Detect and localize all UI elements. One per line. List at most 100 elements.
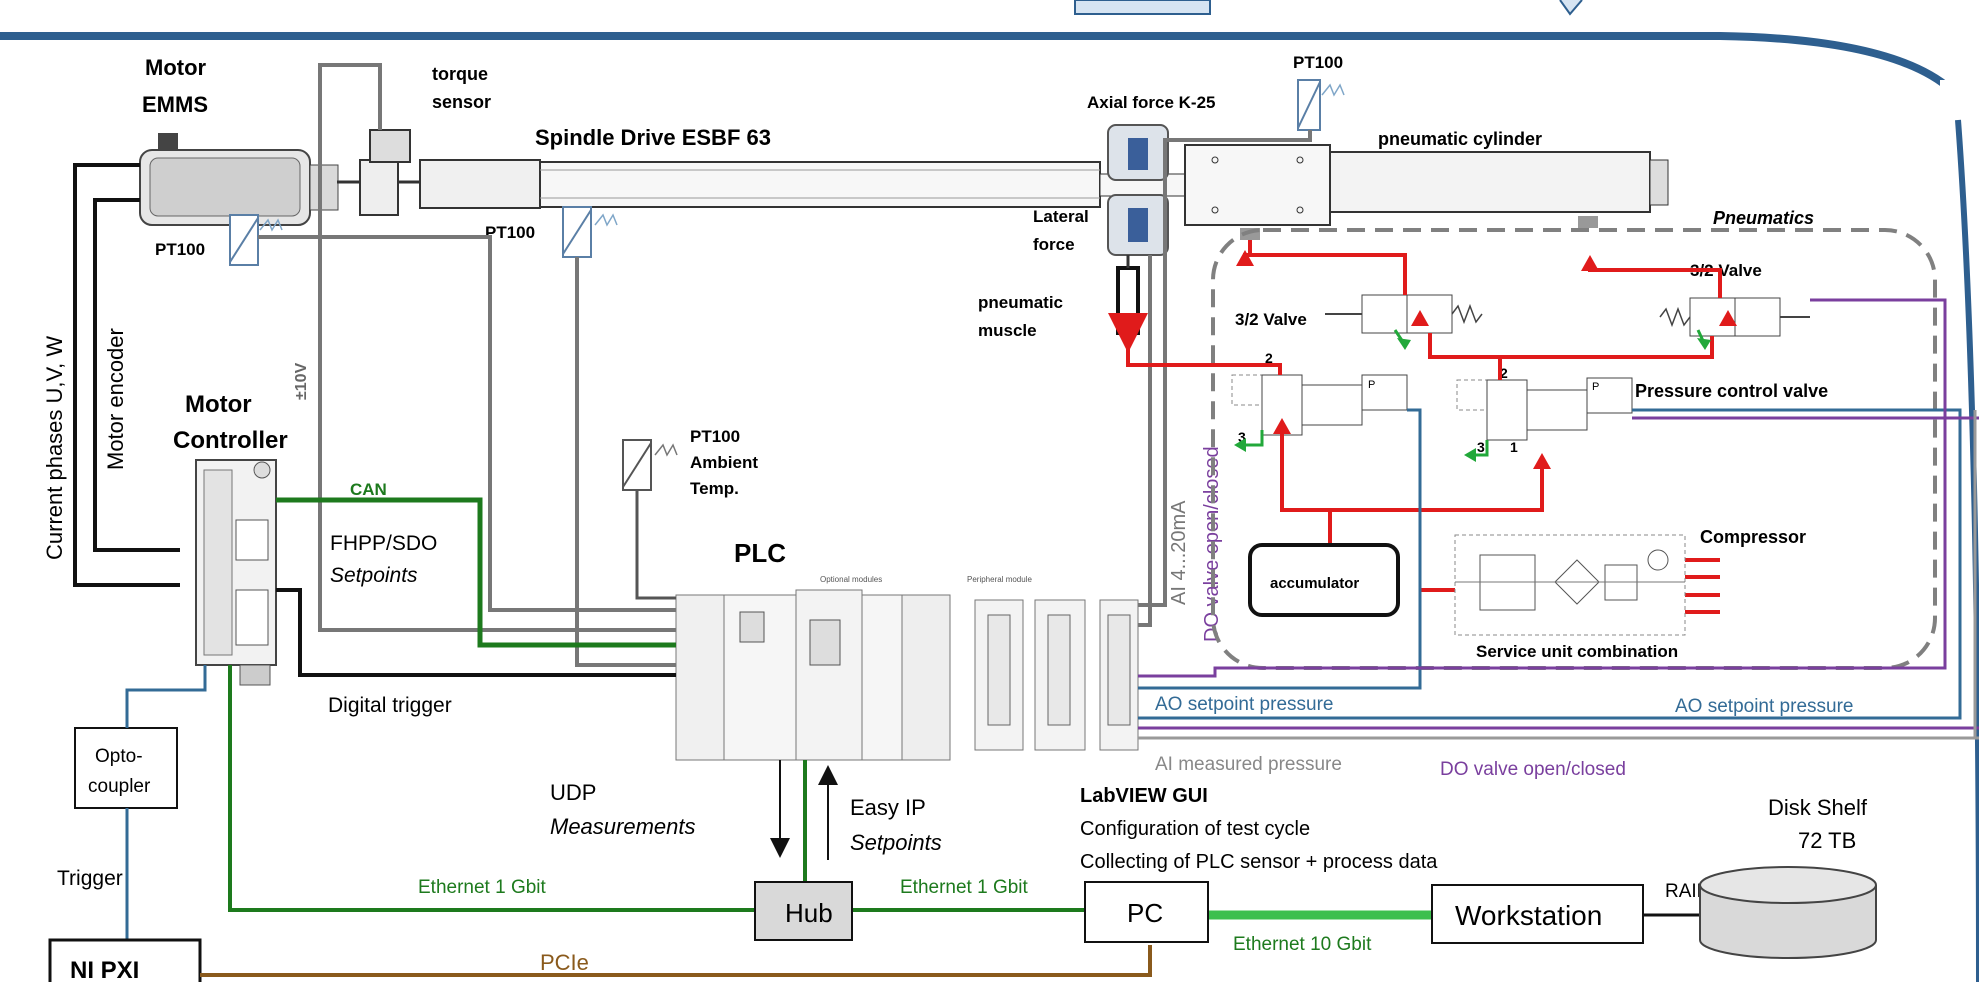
axial-force-sensor — [1107, 124, 1169, 256]
do-valve-bottom-label: DO valve open/closed — [1440, 759, 1626, 780]
workstation-label: Workstation — [1455, 900, 1602, 931]
optional-modules-label: Optional modules — [820, 575, 882, 584]
fhpp-setpoints-label: Setpoints — [330, 564, 418, 587]
pneumatics-label: Pneumatics — [1713, 208, 1814, 228]
easy-setpoints-label: Setpoints — [850, 830, 942, 855]
plc-analog-lines — [1138, 298, 1979, 740]
pt100-ambient-label-3: Temp. — [690, 479, 739, 498]
disk-shelf-label-2: 72 TB — [1798, 828, 1856, 853]
port-2b-label: 2 — [1500, 365, 1508, 381]
port-p1-label: P — [1368, 379, 1375, 391]
ai-measured-label: AI measured pressure — [1155, 754, 1342, 775]
pt100-top — [1297, 79, 1345, 131]
config-label: Configuration of test cycle — [1080, 818, 1310, 840]
ni-pxi-label: NI PXI — [70, 957, 139, 982]
ni-pxi-box — [48, 938, 202, 982]
pneumatics-region — [1211, 228, 1937, 670]
torque-label: torque — [432, 64, 488, 84]
ethernet-1b-label: Ethernet 1 Gbit — [900, 877, 1029, 898]
pcv-label: Pressure control valve — [1635, 381, 1828, 401]
service-unit-label: Service unit combination — [1476, 642, 1678, 661]
valve-right-label: 3/2 Valve — [1690, 261, 1762, 280]
valve-left-32 — [1325, 294, 1483, 334]
exhaust-arrowheads — [1234, 338, 1711, 462]
port-3b-label: 3 — [1477, 439, 1485, 455]
lateral-label: Lateral — [1033, 207, 1089, 226]
valve-right-32 — [1659, 297, 1810, 337]
port-2a-label: 2 — [1265, 350, 1273, 366]
pt100-ambient — [622, 439, 678, 491]
motor-controller — [195, 459, 277, 686]
sensor-label: sensor — [432, 92, 491, 112]
disk-shelf-label-1: Disk Shelf — [1768, 795, 1868, 820]
motor-cables — [73, 163, 180, 587]
motor-controller-label-2: Controller — [173, 427, 288, 454]
workstation-box — [1431, 884, 1644, 944]
disk-shelf — [1699, 866, 1877, 959]
optocoupler-label-2: coupler — [88, 776, 151, 797]
pneumatic-label: pneumatic — [978, 293, 1063, 312]
hub-label: Hub — [785, 898, 833, 928]
ethernet-1a-label: Ethernet 1 Gbit — [418, 877, 547, 898]
muscle-label: muscle — [978, 321, 1037, 340]
emms-label: EMMS — [142, 92, 208, 117]
pt100-ambient-label-1: PT100 — [690, 427, 740, 446]
pt100-spindle-label: PT100 — [485, 223, 535, 242]
ao-setpoint-2-label: AO setpoint pressure — [1675, 696, 1853, 717]
proportional-valve-left: P — [1231, 374, 1408, 436]
pt100-motor-label: PT100 — [155, 240, 205, 259]
pcie-label: PCIe — [540, 950, 589, 975]
peripheral-module-label: Peripheral module — [967, 575, 1032, 584]
ethernet-left-line — [228, 665, 755, 912]
pt100-motor — [229, 214, 283, 266]
pneumatic-muscle — [1116, 255, 1140, 335]
motor-emms — [139, 133, 339, 226]
trigger-wire-top — [125, 665, 207, 728]
optocoupler-label-1: Opto- — [95, 746, 143, 767]
pcie-line — [200, 945, 1152, 977]
labview-label: LabVIEW GUI — [1080, 785, 1208, 807]
plus-minus-10v-label: ±10V — [293, 362, 310, 400]
pc-box — [1084, 881, 1209, 943]
easy-ip-label: Easy IP — [850, 795, 926, 820]
pt100-ambient-label-2: Ambient — [690, 453, 758, 472]
accumulator-box — [1248, 543, 1400, 617]
pneumatic-cylinder — [1184, 144, 1669, 240]
current-phases-label: Current phases U,V, W — [42, 336, 67, 560]
pt100-spindle — [562, 206, 618, 258]
plc-unit — [675, 589, 1139, 761]
motor-label: Motor — [145, 55, 207, 80]
spindle-label: Spindle Drive ESBF 63 — [535, 125, 771, 150]
pc-label: PC — [1127, 898, 1163, 928]
service-unit — [1454, 534, 1686, 636]
spindle-drive — [419, 159, 1186, 209]
pt100-top-label: PT100 — [1293, 53, 1343, 72]
motor-controller-label-1: Motor — [185, 391, 252, 418]
udp-label: UDP — [550, 780, 596, 805]
ao-setpoint-1-label: AO setpoint pressure — [1155, 694, 1333, 715]
accumulator-label: accumulator — [1270, 575, 1359, 592]
digital-trigger-label: Digital trigger — [328, 694, 452, 717]
collecting-label: Collecting of PLC sensor + process data — [1080, 851, 1438, 873]
force-label: force — [1033, 235, 1075, 254]
axial-label: Axial force K-25 — [1087, 93, 1216, 112]
ethernet-10-label: Ethernet 10 Gbit — [1233, 934, 1372, 955]
can-label: CAN — [350, 480, 387, 499]
port-p2-label: P — [1592, 381, 1599, 393]
motor-encoder-label: Motor encoder — [103, 328, 128, 470]
port-3a-label: 3 — [1238, 429, 1246, 445]
plc-label: PLC — [734, 538, 786, 568]
pressure-control-valve: P — [1456, 377, 1633, 441]
cylinder-label: pneumatic cylinder — [1378, 129, 1542, 149]
port-1b-label: 1 — [1510, 439, 1518, 455]
measurements-label: Measurements — [550, 814, 696, 839]
trigger-label: Trigger — [57, 867, 123, 890]
hub-box — [754, 881, 853, 941]
plc-signal-wires — [258, 63, 1312, 677]
torque-sensor — [337, 129, 420, 216]
compressor-label: Compressor — [1700, 527, 1806, 547]
valve-left-label: 3/2 Valve — [1235, 310, 1307, 329]
ai-4-20-label: AI 4...20mA — [1168, 500, 1190, 605]
